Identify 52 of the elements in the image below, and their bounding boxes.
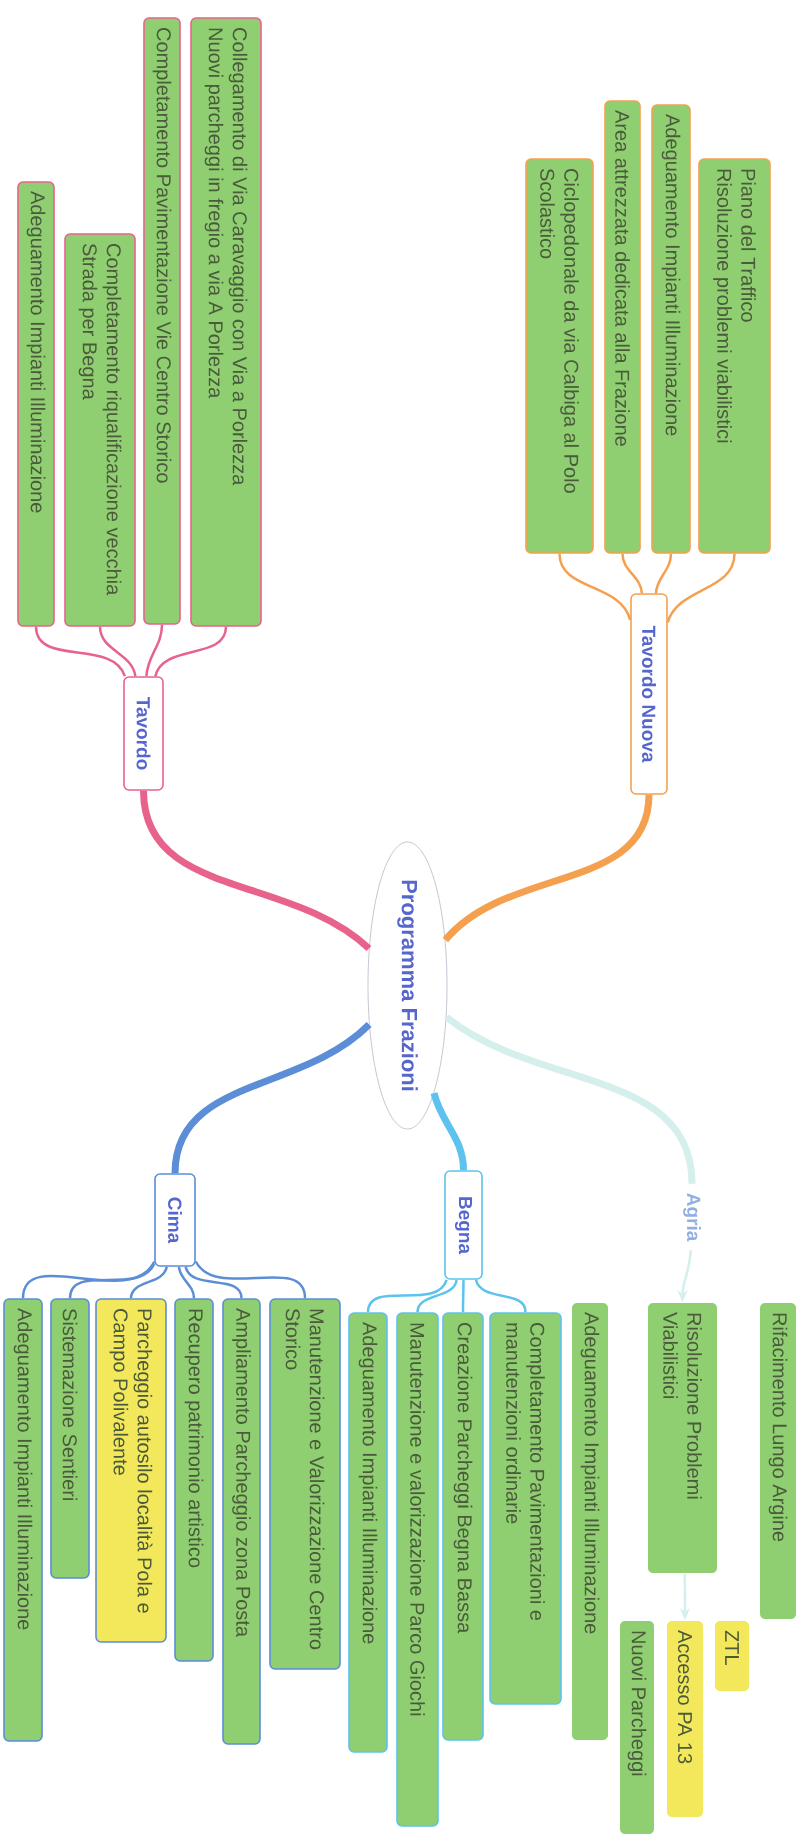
- task-box: Accesso PA 13: [667, 1621, 703, 1817]
- task-box: Completamento Pavimentazione Vie Centro Storico: [143, 17, 181, 625]
- branch-connector: [621, 553, 644, 594]
- branch-connector: [34, 626, 126, 677]
- branch-connector: [68, 1263, 156, 1299]
- task-box: Manutenzione e valorizzazione Parco Giochi: [396, 1312, 439, 1827]
- branch-connector: [654, 553, 673, 594]
- task-box: Parcheggio autosilo località Pola e Campo Polivalente: [95, 1298, 167, 1643]
- task-box: Adeguamento Impianti Illuminazione: [572, 1303, 608, 1740]
- branch-connector: [184, 1266, 243, 1299]
- task-box: Risoluzione Problemi Viabilistici: [648, 1303, 717, 1573]
- task-box: Completamento Pavimentazioni e manutenzioni ordinarie: [489, 1312, 562, 1705]
- branch-connector: [194, 1260, 307, 1299]
- task-box: Rifacimento Lungo Argine: [760, 1303, 796, 1619]
- task-box: Ciclopedonale da via Calbiga al Polo Scolastico: [525, 158, 594, 554]
- task-box: Adeguamento Impianti Illuminazione: [651, 104, 691, 554]
- branch-topic-box: Tavordo: [123, 676, 164, 791]
- branch-topic-label: Agria: [683, 1193, 701, 1242]
- branch-topic-box: Tavordo Nuova: [630, 593, 668, 795]
- task-box: Completamento riqualificazione vecchia Strada per Begna: [64, 233, 136, 627]
- branch-connector: [98, 626, 137, 677]
- task-box: Manutenzione e Valorizzazione Centro Storico: [269, 1298, 341, 1670]
- branch-connector: [444, 1014, 696, 1185]
- branch-connector: [21, 1261, 156, 1299]
- task-box: Piano del Traffico Risoluzione problemi viabilistici: [698, 158, 771, 554]
- task-box: Nuovi Parcheggi: [620, 1621, 654, 1834]
- task-box: Adeguamento Impianti Illuminazione: [3, 1298, 43, 1742]
- branch-connector: [154, 626, 228, 677]
- task-box: Creazione Parcheggi Begna Bassa: [442, 1312, 484, 1741]
- branch-topic-box: Cima: [154, 1173, 196, 1267]
- branch-connector: [129, 1266, 168, 1299]
- branch-topic-box: Begna: [444, 1170, 483, 1280]
- task-box: Ampliamento Parcheggio zona Posta: [222, 1298, 261, 1745]
- task-box: Sistemazione Sentieri: [50, 1298, 90, 1579]
- branch-connector: [366, 1279, 448, 1313]
- branch-connector: [461, 1279, 465, 1313]
- task-box: Recupero patrimonio artistico: [174, 1298, 214, 1662]
- branch-connector: [177, 1266, 196, 1299]
- branch-connector: [140, 790, 372, 952]
- branch-connector: [558, 553, 632, 621]
- branch-connector: [416, 1279, 458, 1313]
- task-box: Adeguamento Impianti Illuminazione: [348, 1312, 388, 1753]
- branch-connector: [666, 553, 736, 623]
- task-box: Area attrezzata dedicata alla Frazione: [604, 100, 641, 554]
- task-box: ZTL: [715, 1621, 749, 1691]
- branch-connector: [145, 624, 164, 677]
- branch-connector: [474, 1279, 527, 1313]
- task-box: Collegamento di Via Caravaggio con Via a Porlezza Nuovi parcheggi in fregio a via A Porlezza: [190, 17, 262, 627]
- task-box: Adeguamento Impianti Illuminazione: [17, 181, 55, 627]
- branch-connector: [171, 1021, 372, 1174]
- branch-connector: [442, 794, 653, 943]
- branch-connector: [430, 1092, 467, 1171]
